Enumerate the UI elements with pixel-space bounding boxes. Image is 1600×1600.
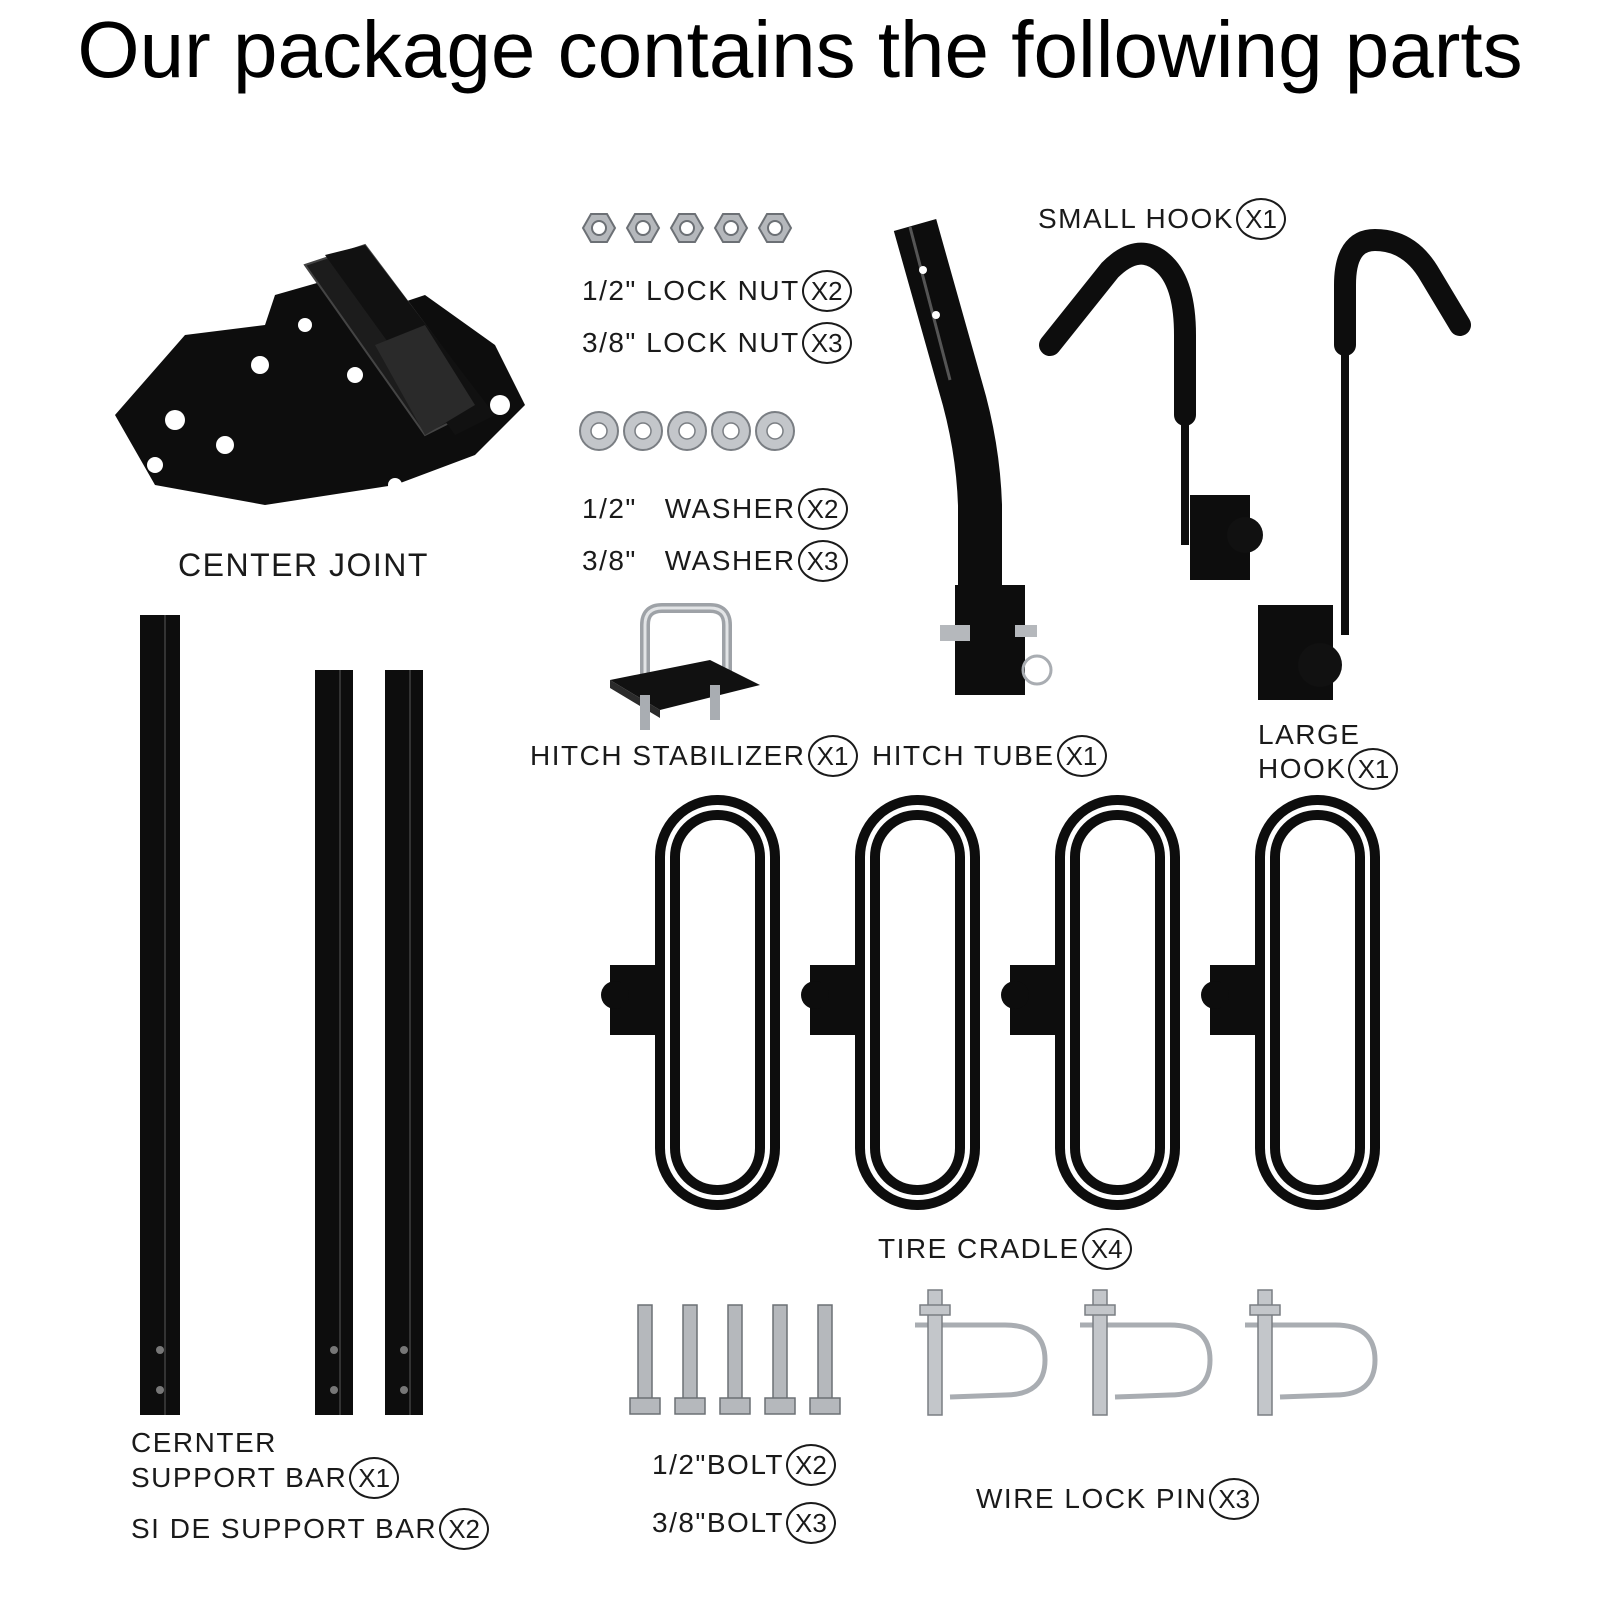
large-hook-name: HOOK <box>1258 753 1347 784</box>
wire-lock-pin-name: WIRE LOCK PIN <box>976 1483 1208 1514</box>
side-support-bar-name: SI DE SUPPORT BAR <box>131 1513 438 1544</box>
lock-nut-half-size: 1/2" LOCK NUT <box>582 275 800 306</box>
lock-nut-image <box>581 213 793 243</box>
washer-half-qty: X2 <box>797 488 848 530</box>
large-hook-line1: LARGE <box>1258 719 1361 750</box>
hitch-tube-qty: X1 <box>1056 735 1107 777</box>
hitch-stabilizer-name: HITCH STABILIZER <box>530 740 806 771</box>
lock-nut-threeeighth-size: 3/8" LOCK NUT <box>582 327 800 358</box>
washer-threeeighth-qty: X3 <box>797 540 848 582</box>
lock-nut-threeeighth-qty: X3 <box>801 322 852 364</box>
washer-threeeighth-size: 3/8" WASHER <box>582 545 796 576</box>
bolt-threeeighth-size: 3/8"BOLT <box>652 1507 784 1538</box>
bolt-half-qty: X2 <box>785 1444 836 1486</box>
bolt-threeeighth-qty: X3 <box>785 1502 836 1544</box>
hitch-stabilizer-image <box>610 603 760 730</box>
support-bar-image <box>140 615 423 1415</box>
large-hook-image <box>1258 228 1471 700</box>
side-support-bar-qty: X2 <box>439 1508 490 1550</box>
tire-cradle-name: TIRE CRADLE <box>878 1233 1080 1264</box>
wire-lock-pin-image <box>915 1289 1378 1416</box>
lock-nut-half-qty: X2 <box>801 270 852 312</box>
small-hook-name: SMALL HOOK <box>1038 203 1235 234</box>
hitch-tube-image <box>893 219 1053 695</box>
hitch-tube-name: HITCH TUBE <box>872 740 1055 771</box>
bolt-half-size: 1/2"BOLT <box>652 1449 784 1480</box>
wire-lock-pin-qty: X3 <box>1209 1478 1260 1520</box>
washer-image <box>579 411 795 451</box>
center-joint-image <box>115 243 525 505</box>
small-hook-qty: X1 <box>1236 198 1287 240</box>
center-support-bar-name: SUPPORT BAR <box>131 1462 348 1493</box>
hitch-stabilizer-qty: X1 <box>807 735 858 777</box>
center-support-bar-line1: CERNTER <box>131 1427 277 1458</box>
tire-cradle-qty: X4 <box>1081 1228 1132 1270</box>
washer-half-size: 1/2" WASHER <box>582 493 796 524</box>
tire-cradle-image <box>601 795 1380 1210</box>
bolt-image <box>629 1304 841 1415</box>
page-title: Our package contains the following parts <box>77 5 1523 94</box>
small-hook-image <box>1039 242 1263 580</box>
center-support-bar-qty: X1 <box>349 1457 400 1499</box>
center-joint-label: CENTER JOINT <box>178 547 429 583</box>
large-hook-qty: X1 <box>1348 748 1399 790</box>
